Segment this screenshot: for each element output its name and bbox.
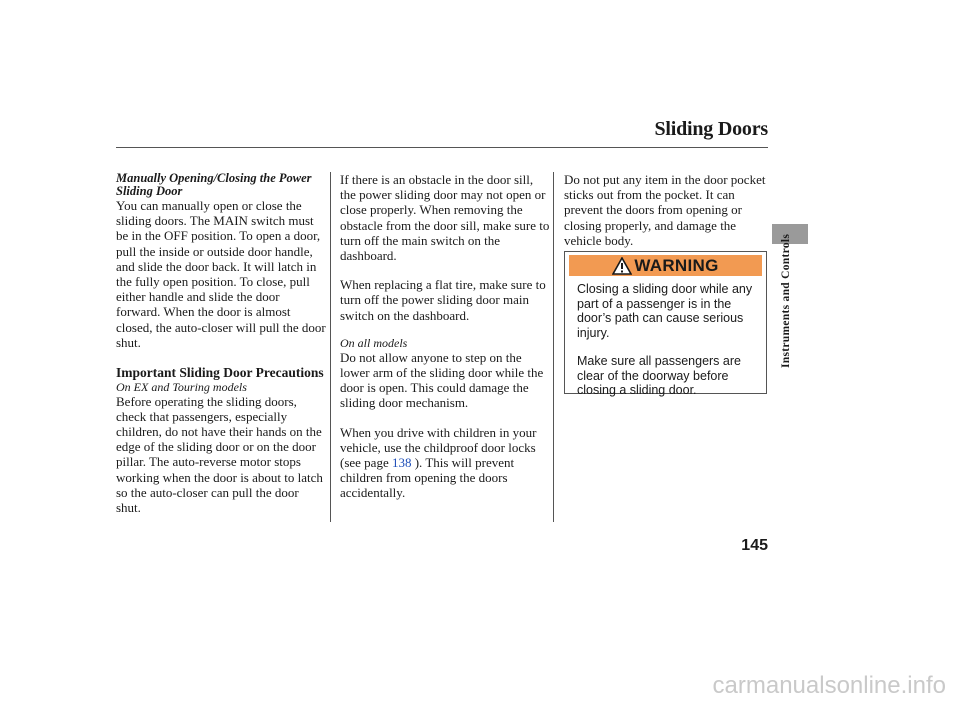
paragraph-childproof: When you drive with children in your veh… [340,425,550,501]
heading-manual-operation: Manually Opening/Closing the Power Slidi… [116,171,312,198]
section-tab [772,224,808,244]
column-divider-1 [330,172,331,522]
paragraph-precautions: Before operating the sliding doors, chec… [116,393,323,515]
title-divider [116,147,768,148]
paragraph-manual-operation: You can manually open or close the slidi… [116,198,326,350]
warning-text-1: Closing a sliding door while any part of… [577,282,753,340]
warning-banner: WARNING [569,255,762,276]
childproof-text-end: ). This will prevent children from openi… [340,455,515,501]
heading-precautions: Important Sliding Door Precautions [116,365,324,381]
warning-box: WARNING Closing a sliding door while any… [564,251,767,397]
paragraph-flat-tire: When replacing a flat tire, make sure to… [340,277,546,323]
section-label: Instruments and Controls [780,233,792,368]
warning-label: WARNING [634,255,719,275]
warning-text: Closing a sliding door while any part of… [577,282,761,398]
warning-triangle-icon [612,256,633,275]
page-number: 145 [741,537,768,554]
column-2: If there is an obstacle in the door sill… [340,172,550,501]
paragraph-door-pocket: Do not put any item in the door pocket s… [564,172,766,248]
warning-text-2: Make sure all passengers are clear of th… [577,354,741,397]
page-138-link[interactable]: 138 [391,455,412,471]
paragraph-lower-arm: Do not allow anyone to step on the lower… [340,349,544,411]
column-3: Do not put any item in the door pocket s… [564,172,770,248]
paragraph-obstacle: If there is an obstacle in the door sill… [340,172,550,264]
page-title: Sliding Doors [654,118,768,140]
column-divider-2 [553,172,554,522]
childproof-text-start: When you drive with children in your veh… [340,424,537,471]
column-1: Manually Opening/Closing the Power Slidi… [116,172,326,515]
model-note-all: On all models [340,335,408,350]
watermark: carmanualsonline.info [712,672,946,699]
model-note-ex-touring: On EX and Touring models [116,379,247,394]
